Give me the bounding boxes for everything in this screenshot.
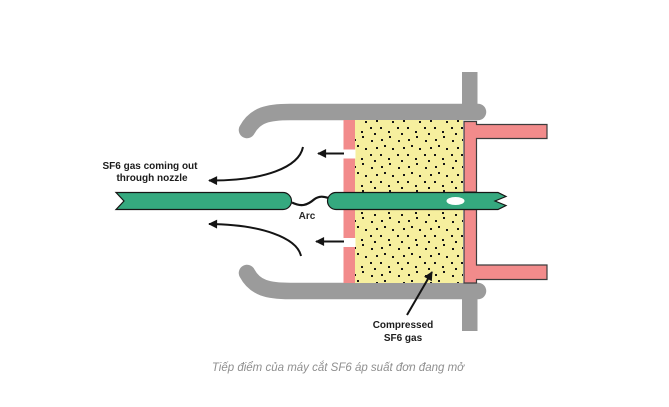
compressed-gas-label-line2: SF6 gas <box>384 333 423 344</box>
upper-support-arm <box>238 103 487 139</box>
arc-label: Arc <box>299 211 316 222</box>
lower-support-arm <box>238 264 487 300</box>
moving-contact <box>114 191 293 211</box>
lower-gas-flow-arrow <box>208 219 302 257</box>
contact-vent-hole <box>446 197 465 205</box>
upper-cylinder-bracket <box>463 120 548 193</box>
nozzle-label-line1: SF6 gas coming out <box>102 161 198 172</box>
nozzle-opening-upper <box>342 149 356 159</box>
compressed-gas-pointer-arrow <box>406 271 433 316</box>
fixed-contact <box>326 191 508 211</box>
nozzle-label-line2: through nozzle <box>116 173 188 184</box>
lower-cylinder-bracket <box>463 208 548 284</box>
nozzle-opening-lower <box>342 238 356 247</box>
upper-gas-flow-arrow <box>208 146 304 186</box>
figure-caption: Tiếp điểm của máy cắt SF6 áp suất đơn đa… <box>212 361 465 374</box>
compressed-gas-label-line1: Compressed <box>373 320 434 331</box>
arc-line <box>291 195 329 207</box>
